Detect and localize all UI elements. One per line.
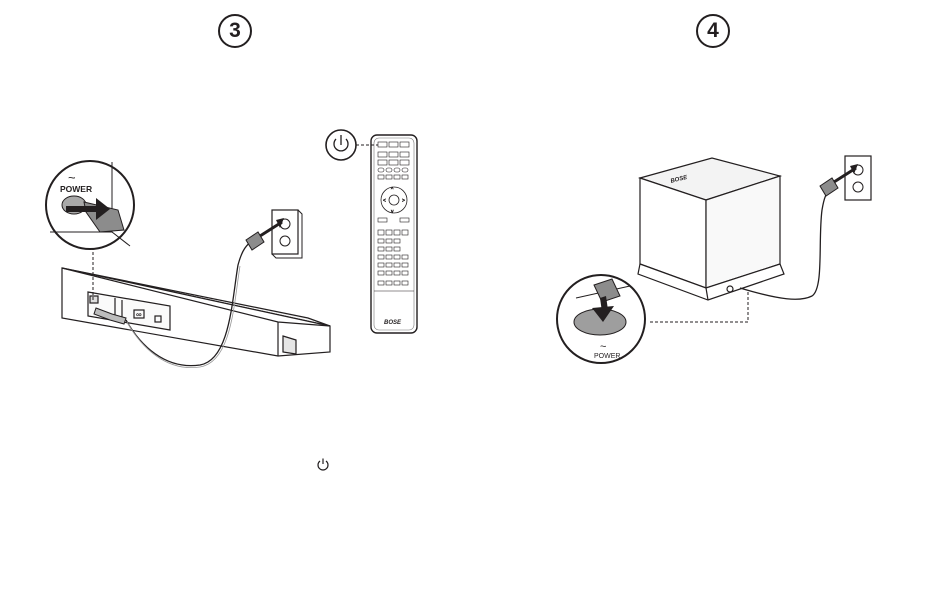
svg-text:<: < bbox=[383, 198, 386, 204]
bass-module bbox=[638, 158, 784, 300]
soundbar-power-label: POWER bbox=[60, 184, 92, 194]
power-icon bbox=[316, 457, 330, 471]
svg-text:∞: ∞ bbox=[136, 310, 142, 319]
soundbar-ports: ∞ bbox=[136, 310, 142, 319]
remote-control: ^v <> bbox=[371, 135, 417, 333]
remote-brand: BOSE bbox=[384, 320, 402, 326]
soundbar-tilde: ~ bbox=[68, 170, 76, 185]
bass-module-tilde: ~ bbox=[600, 341, 606, 353]
soundbar-power-callout bbox=[46, 161, 134, 249]
wall-outlet-left bbox=[272, 210, 302, 258]
bass-module-power-label: POWER bbox=[594, 353, 620, 360]
remote-power-callout bbox=[326, 130, 356, 160]
svg-text:>: > bbox=[402, 198, 405, 204]
wall-outlet-right bbox=[845, 156, 871, 200]
